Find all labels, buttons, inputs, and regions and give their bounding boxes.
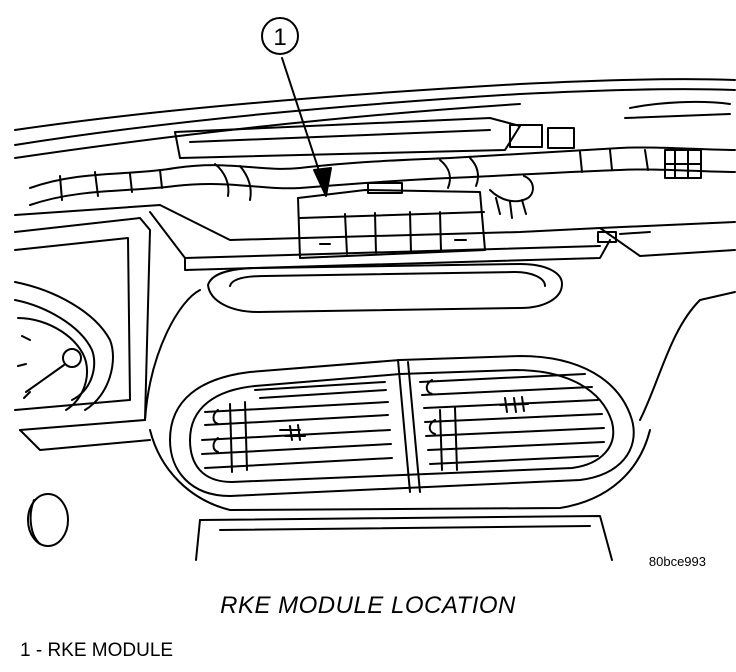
legend: 1 - RKE MODULE (20, 640, 173, 662)
callout-number: 1 (273, 24, 286, 51)
callout-circle (261, 17, 299, 55)
figure-code: 80bce993 (649, 554, 706, 569)
rke-module (297, 182, 486, 259)
defroster-vent (207, 263, 563, 313)
knob (27, 493, 69, 547)
windshield-edge (14, 78, 736, 159)
figure-caption: RKE MODULE LOCATION (220, 592, 516, 619)
gauge (17, 317, 88, 411)
wiring-harness (29, 124, 736, 219)
lower-console (195, 515, 613, 561)
callout-leader-line (281, 57, 332, 197)
legend-item: 1 - RKE MODULE (20, 640, 174, 661)
dash-lower-contour (19, 289, 736, 511)
instrument-cluster (14, 217, 151, 431)
instrument-panel-top (14, 204, 736, 271)
rke-module-location-illustration: 1 80bce993 (14, 17, 736, 569)
center-air-vents (169, 355, 635, 497)
cowl-panel (174, 100, 731, 159)
